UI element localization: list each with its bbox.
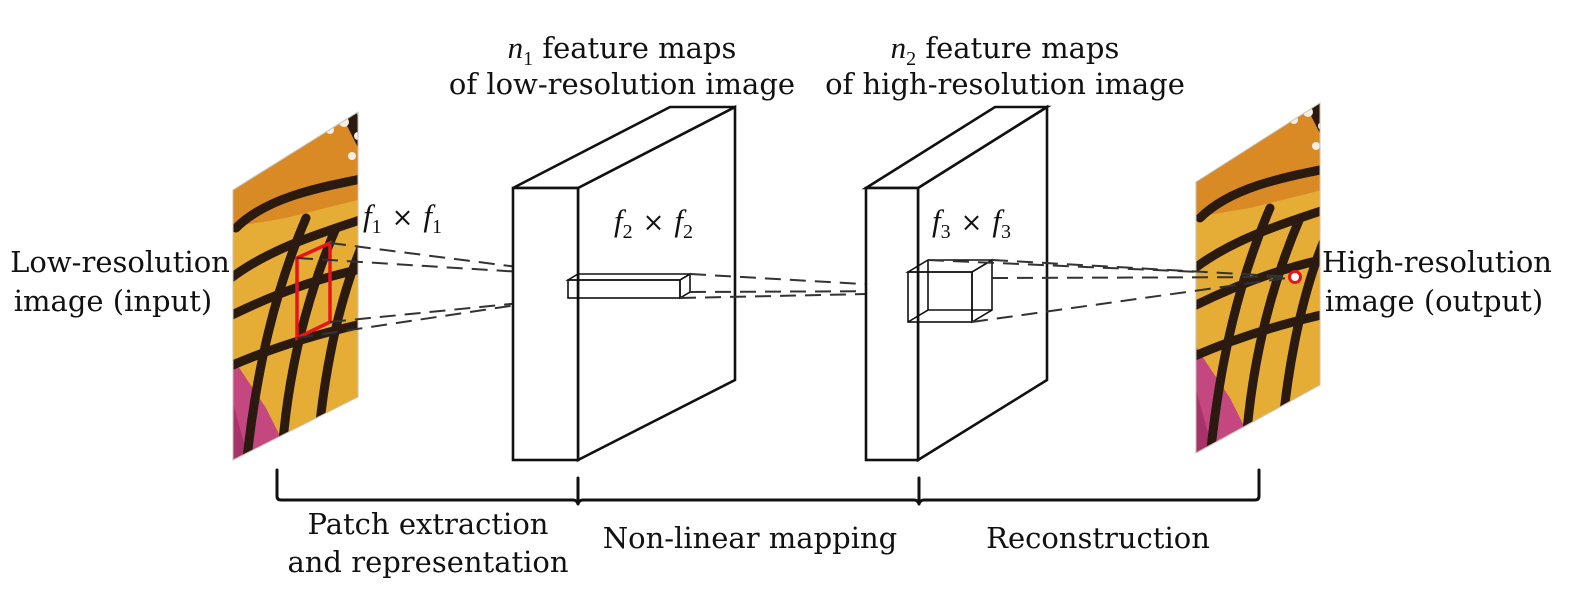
maps2-title-line1: n2 feature maps [891, 30, 1120, 70]
output-label-line2: image (output) [1325, 284, 1543, 318]
filter-size-1: f1×f1 [363, 198, 442, 238]
input-label-line2: image (input) [14, 284, 212, 318]
stage-reconstruction: Reconstruction [986, 521, 1210, 555]
stage-mapping: Non-linear mapping [603, 521, 898, 555]
input-image [232, 111, 359, 461]
stage-patch-line2: and representation [287, 545, 568, 579]
stage-patch-line1: Patch extraction [308, 507, 549, 541]
output-pixel-highlight [1288, 270, 1302, 284]
feature-block-2 [861, 104, 1052, 463]
output-label-line1: High-resolution [1322, 245, 1552, 279]
maps2-title-line2: of high-resolution image [825, 67, 1185, 101]
output-image [1195, 102, 1321, 454]
maps1-title-line2: of low-resolution image [449, 67, 795, 101]
stage-braces [275, 468, 1261, 506]
maps1-title-line1: n1 feature maps [508, 30, 737, 70]
projection-lines-output [927, 259, 1295, 323]
input-label-line1: Low-resolution [10, 245, 230, 279]
feature-block-1 [511, 104, 737, 463]
